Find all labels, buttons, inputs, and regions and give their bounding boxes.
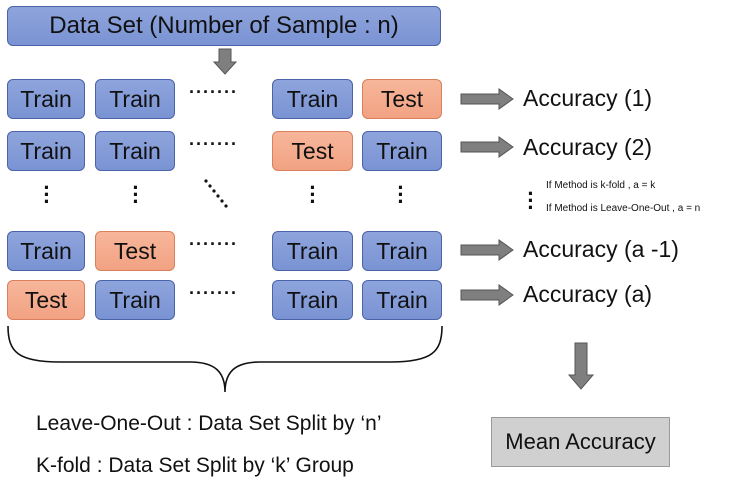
fold-cell: Train — [95, 79, 175, 119]
fold-cell: Train — [7, 131, 85, 171]
dataset-box: Data Set (Number of Sample : n) — [7, 6, 441, 46]
fold-cell: Train — [7, 231, 85, 271]
accuracy-label: Accuracy (a -1) — [523, 236, 679, 262]
ellipsis-horizontal: ······· — [189, 283, 238, 303]
fold-cell: Test — [7, 280, 85, 320]
loo-note: If Method is Leave-One-Out , a = n — [546, 203, 701, 214]
ellipsis-horizontal: ······· — [189, 134, 238, 154]
ellipsis-vertical: ··· — [309, 175, 317, 214]
mean-accuracy-box: Mean Accuracy — [491, 417, 670, 467]
fold-cell: Train — [272, 280, 353, 320]
fold-cell: Test — [272, 131, 353, 171]
right-arrow-icon — [460, 239, 514, 261]
fold-cell: Train — [7, 79, 85, 119]
ellipsis-horizontal: ······· — [189, 234, 238, 254]
fold-cell: Train — [95, 131, 175, 171]
ellipsis-vertical: ··· — [397, 175, 405, 214]
right-arrow-icon — [460, 284, 514, 306]
accuracy-label: Accuracy (1) — [523, 85, 653, 111]
fold-cell: Test — [95, 231, 175, 271]
fold-cell: Train — [95, 280, 175, 320]
ellipsis-diagonal — [204, 179, 228, 208]
fold-cell: Train — [362, 131, 442, 171]
right-arrow-icon — [460, 136, 514, 158]
ellipsis-vertical: ··· — [132, 175, 140, 214]
fold-cell: Train — [362, 280, 442, 320]
accuracy-label: Accuracy (2) — [523, 134, 653, 160]
fold-cell: Test — [362, 79, 442, 119]
fold-cell: Train — [272, 231, 353, 271]
kfold-caption: K-fold : Data Set Split by ‘k’ Group — [36, 454, 354, 477]
ellipsis-horizontal: ······· — [189, 82, 238, 102]
down-arrow-icon — [212, 48, 238, 75]
leave-one-out-caption: Leave-One-Out : Data Set Split by ‘n’ — [36, 412, 382, 435]
down-arrow-icon — [567, 342, 595, 390]
kfold-note: If Method is k-fold , a = k — [546, 180, 656, 191]
fold-cell: Train — [362, 231, 442, 271]
right-arrow-icon — [460, 88, 514, 110]
fold-cell: Train — [272, 79, 353, 119]
curly-brace — [7, 325, 443, 393]
accuracy-label: Accuracy (a) — [523, 281, 653, 307]
ellipsis-vertical: ··· — [43, 175, 51, 214]
ellipsis-vertical: ··· — [527, 181, 535, 220]
